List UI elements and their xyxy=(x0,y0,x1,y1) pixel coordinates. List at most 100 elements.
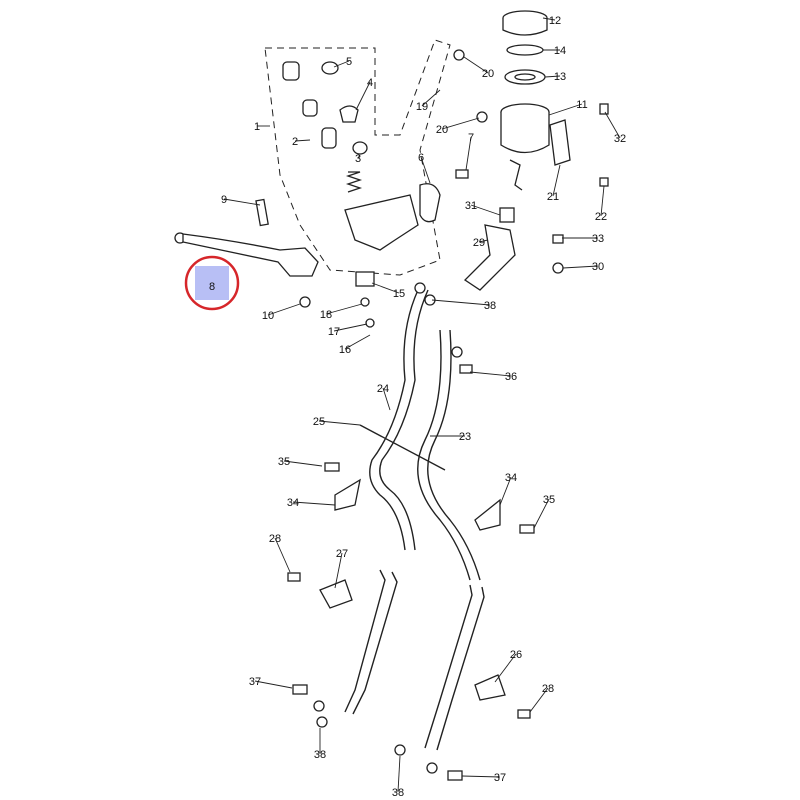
part-number-label: 38 xyxy=(314,749,326,761)
part-number-label: 4 xyxy=(367,77,373,89)
clamp-holder xyxy=(419,183,441,223)
part-number-label: 6 xyxy=(418,152,424,164)
leader-line xyxy=(355,81,371,111)
part-number-label: 38 xyxy=(392,787,404,799)
leader-line xyxy=(420,156,431,184)
part-number-label: 20 xyxy=(436,124,448,136)
leader-line xyxy=(334,552,343,589)
part-number-label: 23 xyxy=(459,431,471,443)
leader-line xyxy=(544,75,561,78)
part-number-label: 15 xyxy=(393,288,405,300)
leader-line xyxy=(469,371,512,377)
leader-line xyxy=(600,185,605,217)
part-number-label: 22 xyxy=(595,211,607,223)
leader-line xyxy=(542,17,556,21)
part-number-label: 9 xyxy=(221,194,227,206)
brake-hoses xyxy=(344,289,485,751)
part-number-label: 38 xyxy=(484,300,496,312)
leader-line xyxy=(478,239,489,243)
part-number-label: 34 xyxy=(287,497,299,509)
part-number-label: 16 xyxy=(339,344,351,356)
part-number-label: 33 xyxy=(592,233,604,245)
part-number-label: 1 xyxy=(254,121,260,133)
part-number-label: 34 xyxy=(505,472,517,484)
part-number-label: 31 xyxy=(465,200,477,212)
part-number-label: 29 xyxy=(473,237,485,249)
hose-clamp xyxy=(334,478,361,511)
part-number-label: 36 xyxy=(505,371,517,383)
part-number-label: 13 xyxy=(554,71,566,83)
leader-line xyxy=(254,680,293,689)
part-number-label: 5 xyxy=(346,56,352,68)
part-number-label: 20 xyxy=(482,68,494,80)
leader-line xyxy=(552,164,561,197)
leader-line xyxy=(533,498,550,529)
part-number-label: 25 xyxy=(313,416,325,428)
leader-line xyxy=(604,111,621,139)
clip xyxy=(499,207,515,223)
part-number-label: 30 xyxy=(592,261,604,273)
leader-line xyxy=(494,653,517,683)
part-number-label: 35 xyxy=(278,456,290,468)
highlight-marker xyxy=(184,255,240,311)
leader-line xyxy=(357,154,361,159)
leader-line xyxy=(548,103,583,116)
leader-line xyxy=(223,198,261,206)
brake-lever xyxy=(174,198,319,277)
leader-line xyxy=(461,775,501,778)
part-number-label: 24 xyxy=(377,383,389,395)
part-number-label: 17 xyxy=(328,326,340,338)
leader-line xyxy=(470,204,501,216)
part-number-label: 8 xyxy=(209,281,215,293)
reservoir-cap xyxy=(502,10,548,85)
leader-line xyxy=(562,265,599,269)
part-number-label: 14 xyxy=(554,45,566,57)
part-number-label: 7 xyxy=(468,132,474,144)
leader-line xyxy=(325,303,363,315)
piston-parts xyxy=(282,61,368,193)
leader-line xyxy=(465,136,472,171)
part-number-label: 21 xyxy=(547,191,559,203)
leader-line xyxy=(421,89,441,107)
leader-line xyxy=(529,687,549,713)
leader-line xyxy=(441,117,480,130)
leader-line xyxy=(294,139,311,142)
leader-line xyxy=(382,387,391,411)
part-number-label: 2 xyxy=(292,136,298,148)
leader-line xyxy=(292,501,336,506)
leader-line xyxy=(499,476,512,506)
part-number-label: 37 xyxy=(249,676,261,688)
part-number-label: 28 xyxy=(269,533,281,545)
bolts xyxy=(287,49,609,781)
part-number-label: 28 xyxy=(542,683,554,695)
leader-line xyxy=(397,755,401,793)
bracket xyxy=(463,224,516,291)
part-number-label: 26 xyxy=(510,649,522,661)
leader-line xyxy=(267,303,301,316)
master-cylinder-body xyxy=(344,194,419,251)
hose-clamp xyxy=(474,498,501,531)
leader-line xyxy=(431,299,491,306)
leader-line xyxy=(318,420,361,426)
leader-line xyxy=(371,282,400,294)
part-number-label: 11 xyxy=(576,99,587,111)
leader-line xyxy=(274,537,291,573)
leader-line xyxy=(333,60,350,68)
part-number-label: 10 xyxy=(262,310,274,322)
part-number-label: 19 xyxy=(416,101,428,113)
assembly-group-outline xyxy=(264,39,451,276)
leader-line xyxy=(283,460,323,467)
part-number-label: 18 xyxy=(320,309,332,321)
part-number-label: 3 xyxy=(355,153,361,165)
leader-line xyxy=(333,323,368,332)
reservoir-body xyxy=(500,103,571,191)
part-number-label: 27 xyxy=(336,548,348,560)
part-number-label: 37 xyxy=(494,772,506,784)
leader-line xyxy=(344,334,371,350)
hose-clamp xyxy=(474,674,506,701)
leader-line xyxy=(463,56,489,74)
hose-clamp xyxy=(319,579,353,609)
part-number-label: 32 xyxy=(614,133,626,145)
part-number-label: 35 xyxy=(543,494,555,506)
